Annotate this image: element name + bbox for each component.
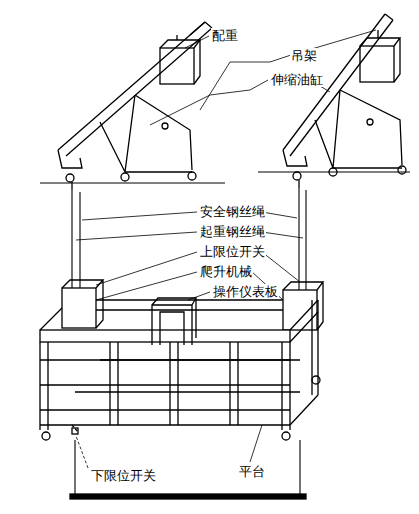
part-label: 配重 bbox=[211, 28, 239, 43]
part-label: 安全钢丝绳 bbox=[199, 204, 266, 219]
left-hanger bbox=[58, 22, 212, 190]
leader-lines bbox=[76, 30, 376, 468]
part-label: 爬升机械 bbox=[199, 264, 253, 279]
part-label: 平台 bbox=[238, 464, 266, 479]
part-label: 上限位开关 bbox=[199, 244, 266, 259]
part-label: 起重钢丝绳 bbox=[199, 224, 266, 239]
part-label: 吊架 bbox=[290, 48, 318, 63]
part-label: 下限位开关 bbox=[90, 468, 157, 483]
part-label: 伸缩油缸 bbox=[270, 72, 324, 87]
part-label: 操作仪表板 bbox=[212, 284, 279, 299]
right-hanger bbox=[283, 14, 406, 188]
